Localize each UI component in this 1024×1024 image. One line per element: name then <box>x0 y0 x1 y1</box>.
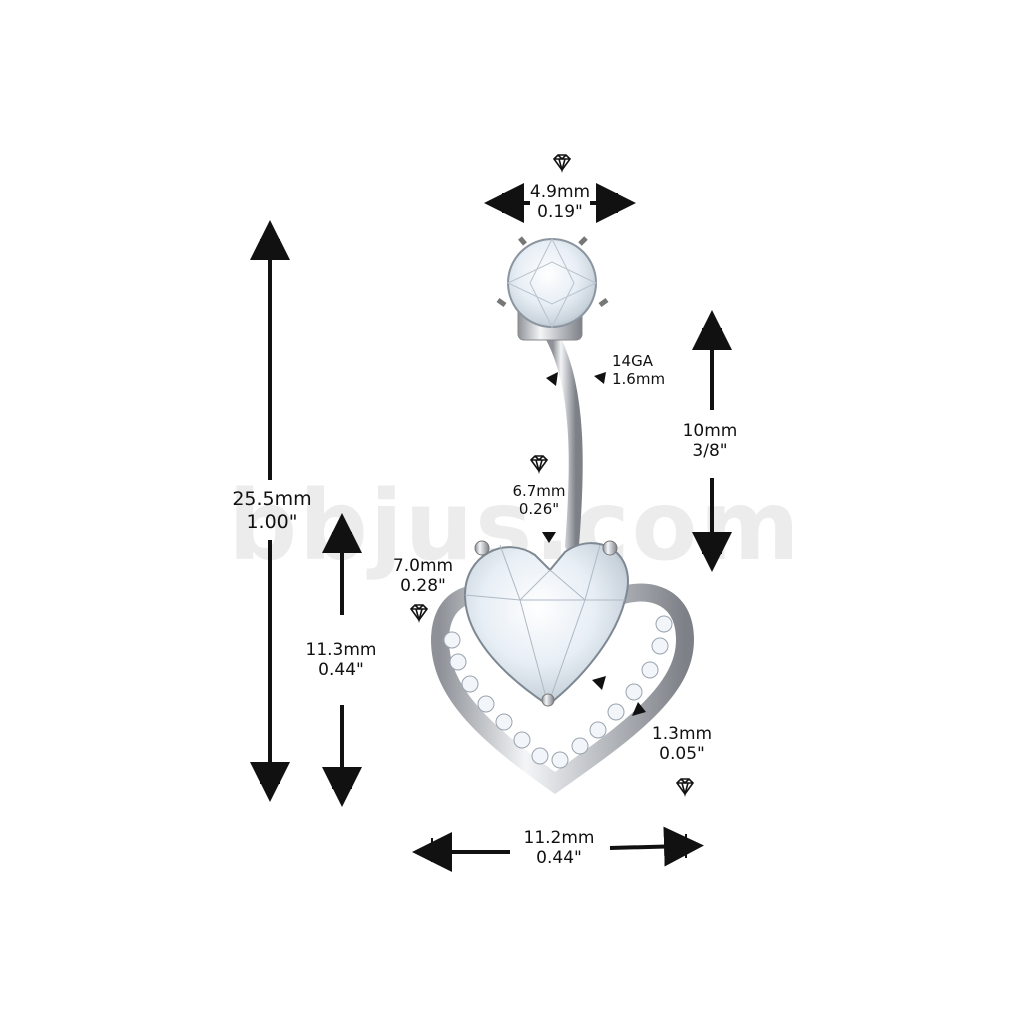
label-in: 0.28" <box>400 576 446 596</box>
pointer-arrows <box>542 372 646 716</box>
barbell-product <box>430 236 695 795</box>
label-mm: 4.9mm <box>529 182 591 202</box>
label-top-gem-width: 4.9mm 0.19" <box>520 182 600 222</box>
label-mm: 10mm <box>682 421 738 441</box>
dimension-lines <box>250 183 732 872</box>
label-side-gem: 7.0mm 0.28" <box>385 556 461 596</box>
curved-bar <box>546 331 583 552</box>
diamond-icon <box>552 154 572 174</box>
label-frame-width: 1.3mm 0.05" <box>642 724 722 764</box>
label-mm: 7.0mm <box>392 556 454 576</box>
label-in: 0.19" <box>537 202 583 222</box>
label-ga: 14GA <box>612 352 653 370</box>
diamond-icon <box>675 778 695 798</box>
label-in: 3/8" <box>692 441 728 461</box>
label-mm: 11.3mm <box>305 640 377 660</box>
label-gauge: 14GA 1.6mm <box>612 352 692 388</box>
label-heart-gem: 6.7mm 0.26" <box>505 482 573 518</box>
label-in: 0.44" <box>536 848 582 868</box>
label-total-width: 11.2mm 0.44" <box>512 828 606 868</box>
label-in: 0.44" <box>318 660 364 680</box>
label-mm: 1.6mm <box>612 370 666 388</box>
label-dangle-height: 11.3mm 0.44" <box>296 640 386 680</box>
label-mm: 1.3mm <box>651 724 713 744</box>
diamond-icon <box>529 455 549 475</box>
label-mm: 11.2mm <box>523 828 595 848</box>
label-bar-length: 10mm 3/8" <box>668 421 752 461</box>
label-mm: 25.5mm <box>232 488 312 510</box>
top-gem <box>507 238 597 328</box>
label-in: 0.05" <box>659 744 705 764</box>
label-mm: 6.7mm <box>512 482 566 500</box>
diamond-icon <box>409 604 429 624</box>
label-total-length: 25.5mm 1.00" <box>222 488 322 534</box>
label-in: 1.00" <box>246 511 298 533</box>
label-in: 0.26" <box>518 500 560 518</box>
